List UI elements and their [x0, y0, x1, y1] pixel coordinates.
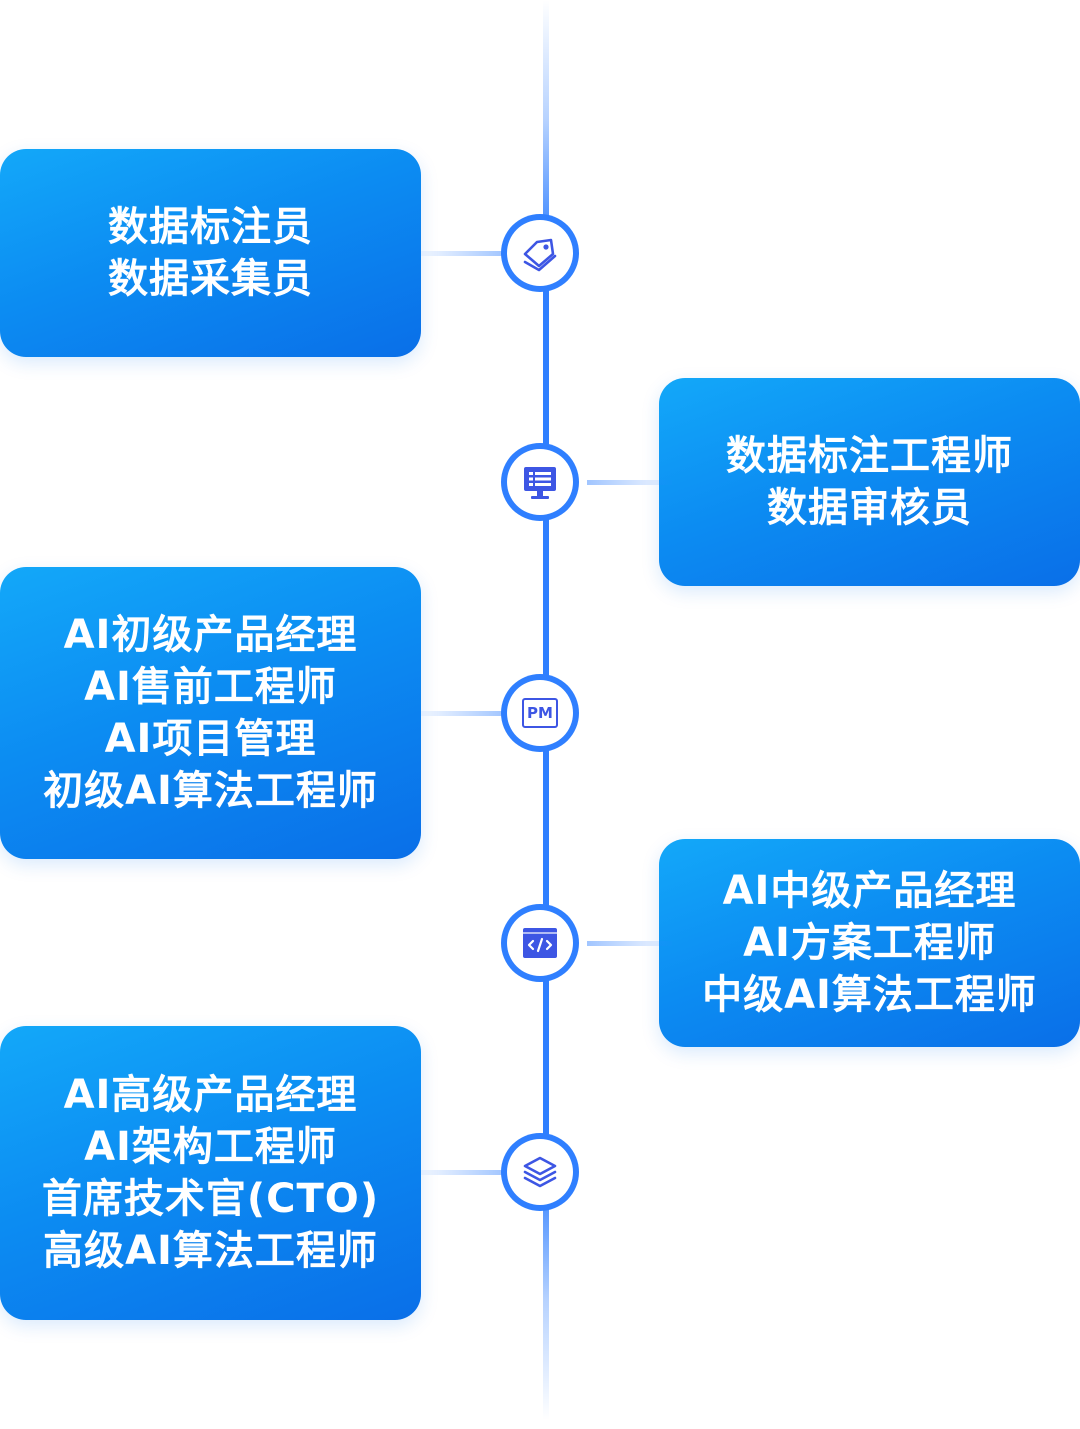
card-line: AI中级产品经理 — [722, 868, 1017, 914]
card-line: 数据标注工程师 — [726, 433, 1013, 479]
stage-card-3: AI初级产品经理 AI售前工程师 AI项目管理 初级AI算法工程师 — [0, 567, 421, 859]
stage-node-3: PM — [501, 674, 579, 752]
stage-node-2 — [501, 443, 579, 521]
connector-2 — [587, 480, 672, 485]
stage-node-4 — [501, 904, 579, 982]
connector-1 — [420, 251, 505, 256]
stage-card-2: 数据标注工程师 数据审核员 — [659, 378, 1080, 586]
connector-4 — [587, 941, 672, 946]
card-line: 高级AI算法工程师 — [43, 1228, 378, 1274]
card-line: 首席技术官(CTO) — [41, 1176, 380, 1222]
card-line: AI初级产品经理 — [63, 612, 358, 658]
card-line: 数据审核员 — [767, 485, 972, 531]
stage-card-1: 数据标注员 数据采集员 — [0, 149, 421, 357]
stage-card-5: AI高级产品经理 AI架构工程师 首席技术官(CTO) 高级AI算法工程师 — [0, 1026, 421, 1320]
card-line: 数据采集员 — [108, 256, 313, 302]
stage-card-4: AI中级产品经理 AI方案工程师 中级AI算法工程师 — [659, 839, 1080, 1047]
card-line: AI架构工程师 — [84, 1124, 337, 1170]
card-line: AI方案工程师 — [743, 920, 996, 966]
connector-3 — [420, 711, 505, 716]
card-line: 中级AI算法工程师 — [702, 972, 1037, 1018]
monitor-list-icon — [524, 467, 556, 499]
stage-node-5 — [501, 1133, 579, 1211]
connector-5 — [420, 1170, 505, 1175]
card-line: 初级AI算法工程师 — [43, 768, 378, 814]
card-line: 数据标注员 — [108, 204, 313, 250]
card-line: AI高级产品经理 — [63, 1072, 358, 1118]
card-line: AI售前工程师 — [84, 664, 337, 710]
stage-node-1 — [501, 214, 579, 292]
tag-icon — [523, 238, 557, 272]
layers-icon — [523, 1156, 557, 1188]
code-window-icon — [523, 928, 557, 958]
card-line: AI项目管理 — [104, 716, 317, 762]
pm-icon: PM — [522, 698, 558, 728]
